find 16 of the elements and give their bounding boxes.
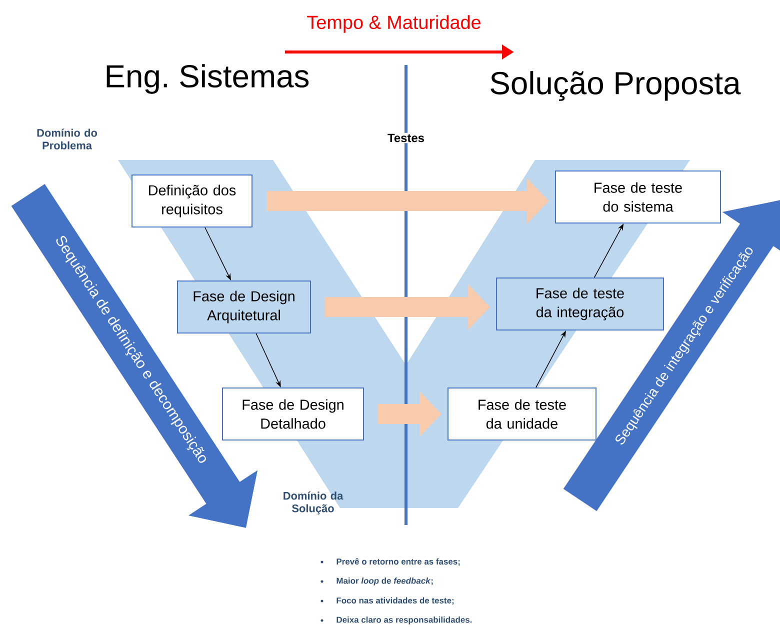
heading: Solução Proposta <box>490 71 741 101</box>
bullet-item: Foco nas atividades de teste; <box>336 597 454 605</box>
process-box: Fase de teste do sistema <box>555 170 721 224</box>
process-box: Fase de teste da integração <box>496 278 664 330</box>
heading: Tempo & Maturidade <box>307 15 480 33</box>
process-box: Fase de teste da unidade <box>448 388 596 440</box>
process-box: Definição dos requisitos <box>132 174 252 228</box>
bullet-item: Deixa claro as responsabilidades. <box>336 616 472 624</box>
heading: Eng. Sistemas <box>106 64 309 94</box>
region-label: Domínio da Solução <box>284 492 344 514</box>
axis-label: Testes <box>386 132 426 144</box>
bullet-item: Maior loop de feedback; <box>336 578 433 586</box>
region-label: Domínio do Problema <box>37 128 98 150</box>
process-box: Fase de Design Detalhado <box>222 388 364 440</box>
bullet-item: Prevê o retorno entre as fases; <box>336 558 460 566</box>
process-box: Fase de Design Arquitetural <box>177 280 311 334</box>
